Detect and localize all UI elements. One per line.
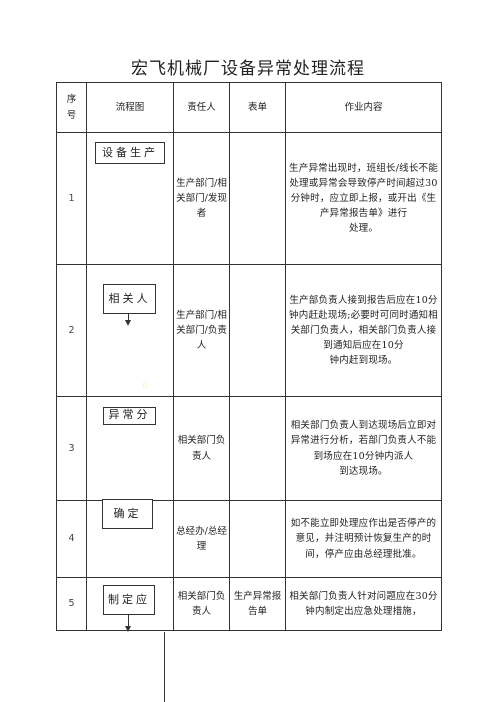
flow-connector <box>128 614 129 627</box>
table-row: 3 异常分 相关部门负责人 相关部门负责人到达现场后立即对异常进行分析，若部门负… <box>56 396 442 501</box>
flow-box-3: 异常分 <box>103 407 156 425</box>
header-seq-label: 序号 <box>66 94 77 121</box>
row-work: 如不能立即处理应作出是否停产的意见，并注明预计恢复生产的时间，停产应由总经理批准… <box>285 500 442 578</box>
arrow-down-icon <box>125 320 131 326</box>
row-seq: 5 <box>56 577 87 631</box>
flow-box-2: 相关人 <box>103 284 156 314</box>
row-work-text: 生产异常出现时，班组长/线长不能处理或异常会导致停产时间超过30分钟时，应立即上… <box>289 162 438 220</box>
row-form: 生产异常报告单 <box>229 577 286 631</box>
continuation-line <box>164 632 165 702</box>
flow-cell: 相关人 ▯ <box>86 264 174 397</box>
header-responsible: 责任人 <box>173 82 230 133</box>
row-work-last: 到达现场。 <box>339 465 388 477</box>
flow-box-5: 制定应 <box>103 585 155 615</box>
row-work-last: 钟内赶到现场。 <box>329 355 398 367</box>
watermark-mark: ▯ <box>143 380 148 389</box>
row-work-last: 处理。 <box>348 223 379 235</box>
row-form <box>229 396 286 501</box>
row-form <box>229 264 286 397</box>
flow-box-1: 设备生产 <box>95 142 165 164</box>
row-seq: 3 <box>56 396 87 501</box>
row-work: 生产部负责人接到报告后应在10分钟内赶赴现场;必要时可同时通知相关部门负责人，相… <box>285 264 442 397</box>
header-row: 序号 流程图 责任人 表单 作业内容 <box>56 82 442 133</box>
table-row: 5 制定应 相关部门负责人 生产异常报告单 相关部门负责人针对问题应在30分钟内… <box>56 577 442 632</box>
row-responsible: 总经办/总经理 <box>173 500 230 578</box>
row-seq: 1 <box>56 132 87 265</box>
row-work: 相关部门负责人针对问题应在30分钟内制定出应急处理措施， <box>285 577 442 631</box>
row-seq: 4 <box>56 500 87 578</box>
table-row: 2 相关人 ▯ 生产部门/相关部门/负责人 生产部负责人接到报告后应在10分钟内… <box>56 264 442 397</box>
flow-box-4: 确定 <box>102 499 153 529</box>
process-table: 序号 流程图 责任人 表单 作业内容 1 设备生产 生产部门/相关部门/发现者 … <box>56 82 442 632</box>
row-seq: 2 <box>56 264 87 397</box>
row-work-text: 相关部门负责人到达现场后立即对异常进行分析，若部门负责人不能到场应在10分钟内派… <box>290 420 437 462</box>
header-work: 作业内容 <box>285 82 442 133</box>
document-title: 宏飞机械厂设备异常处理流程 <box>131 59 365 79</box>
arrow-down-icon <box>125 626 131 632</box>
header-flow: 流程图 <box>86 82 174 133</box>
flow-cell: 制定应 <box>86 577 174 632</box>
row-work-text: 生产部负责人接到报告后应在10分钟内赶赴现场;必要时可同时通知相关部门负责人，相… <box>289 294 438 352</box>
row-work: 相关部门负责人到达现场后立即对异常进行分析，若部门负责人不能到场应在10分钟内派… <box>285 396 442 501</box>
row-work: 生产异常出现时，班组长/线长不能处理或异常会导致停产时间超过30分钟时，应立即上… <box>285 132 442 265</box>
flow-connector <box>128 313 129 321</box>
flow-cell: 设备生产 <box>86 132 174 265</box>
header-seq: 序号 <box>56 82 87 133</box>
row-responsible: 相关部门负责人 <box>173 396 230 501</box>
table-row: 1 设备生产 生产部门/相关部门/发现者 生产异常出现时，班组长/线长不能处理或… <box>56 132 442 265</box>
row-responsible: 生产部门/相关部门/负责人 <box>173 264 230 397</box>
header-form: 表单 <box>229 82 286 133</box>
row-form <box>229 500 286 578</box>
row-responsible: 相关部门负责人 <box>173 577 230 631</box>
row-work-text: 相关部门负责人针对问题应在30分钟内制定出应急处理措施， <box>289 590 438 617</box>
row-form <box>229 132 286 265</box>
row-work-text: 如不能立即处理应作出是否停产的意见，并注明预计恢复生产的时间，停产应由总经理批准… <box>290 518 437 560</box>
flow-cell: 确定 <box>86 499 174 578</box>
flow-cell: 异常分 <box>86 396 174 501</box>
row-responsible: 生产部门/相关部门/发现者 <box>173 132 230 265</box>
table-row: 4 确定 总经办/总经理 如不能立即处理应作出是否停产的意见，并注明预计恢复生产… <box>56 499 442 578</box>
